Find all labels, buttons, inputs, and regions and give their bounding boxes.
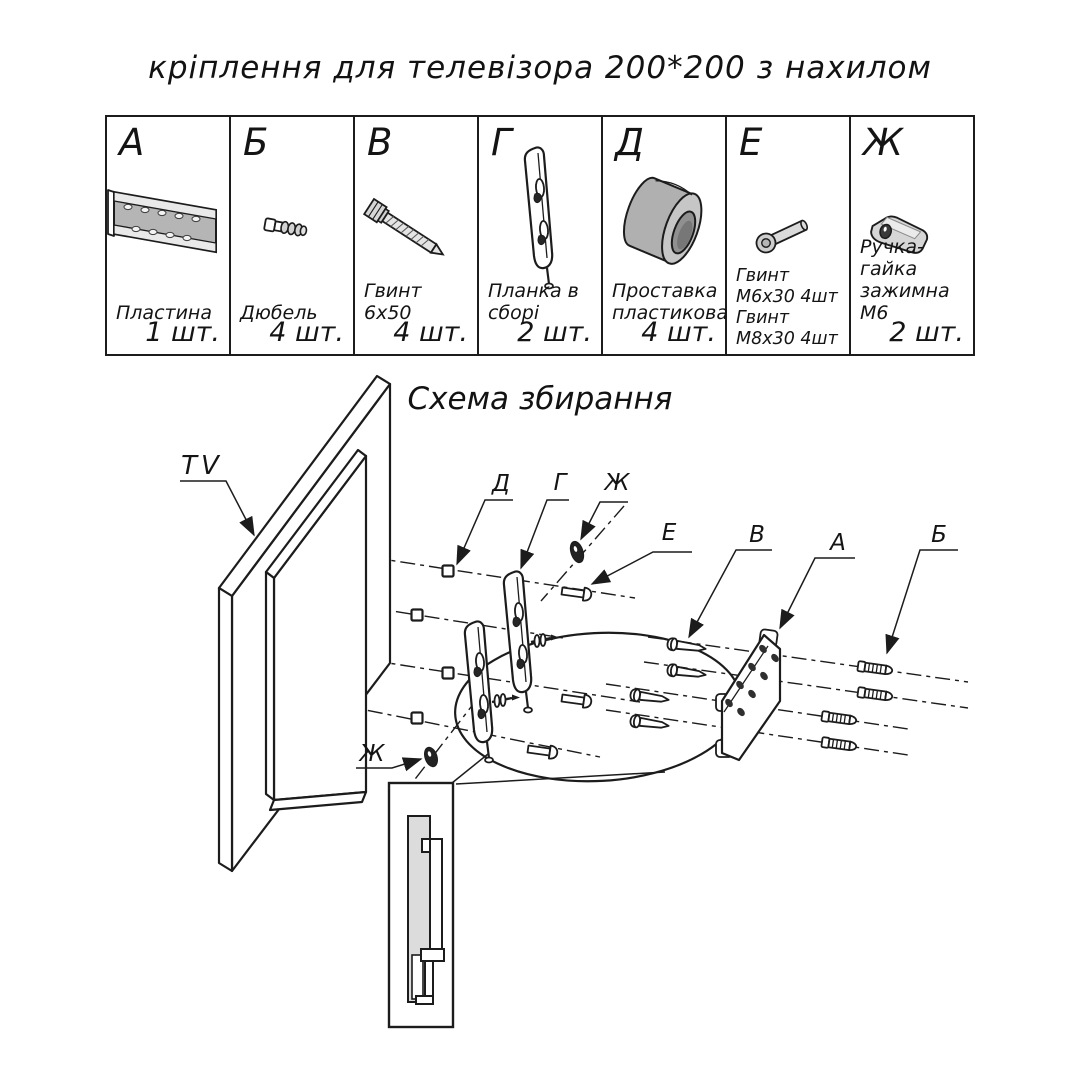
- hex-bolt-icon: [362, 197, 445, 256]
- label-bracket: Г: [554, 470, 569, 496]
- part-letter: Г: [491, 121, 512, 164]
- label-tv-screw: Е: [662, 520, 677, 546]
- part-name: Гвинт М6х30 4шт: [736, 266, 838, 307]
- label-spacer: Д: [491, 471, 510, 497]
- plate-icon: [107, 189, 217, 254]
- wall-dowels: [820, 660, 894, 753]
- detail-inset: [387, 781, 455, 1029]
- part-qty: 4 шт.: [393, 317, 468, 348]
- part-name: Ручка-гайка: [860, 236, 924, 280]
- tilt-brackets: [463, 570, 559, 764]
- part-letter: А: [119, 121, 145, 164]
- part-letter: Б: [243, 121, 269, 164]
- label-handle-nut-bottom: Ж: [358, 741, 386, 767]
- tv-screws: [526, 583, 594, 761]
- label-dowel: Б: [931, 522, 947, 548]
- spacer-icon: [622, 176, 703, 265]
- label-handle-nut-top: Ж: [603, 470, 631, 496]
- part-qty: 1 шт.: [145, 317, 220, 348]
- part-letter: В: [367, 121, 393, 164]
- part-qty: 4 шт.: [269, 317, 344, 348]
- parts-table: А Пластина 1 шт. Б Дюбель 4 шт. В Гвинт …: [105, 115, 975, 356]
- part-name: Проставка: [612, 280, 718, 302]
- wall-screws: [628, 636, 708, 733]
- part-qty: 4 шт.: [641, 317, 716, 348]
- diagram-labels: TV Д Г Ж Е В А Б Ж: [181, 451, 947, 767]
- label-wall-plate: А: [828, 530, 846, 556]
- part-letter: Ж: [863, 121, 903, 164]
- part-letter: Д: [615, 121, 644, 164]
- handle-nuts: [424, 540, 585, 768]
- label-tv: TV: [181, 451, 223, 481]
- button-screw-icon: [755, 219, 809, 254]
- spacers: [410, 564, 455, 725]
- assembly-heading: Схема збирання: [407, 381, 673, 417]
- part-name: Гвинт 6х50: [364, 280, 422, 324]
- part-qty: 2 шт.: [517, 317, 592, 348]
- tv-rail-bar: [264, 448, 368, 812]
- part-name: Дюбель: [240, 302, 318, 324]
- part-name: Пластина: [116, 302, 213, 324]
- mounting-axes: [309, 505, 969, 797]
- part-cell-plate: А Пластина 1 шт.: [107, 117, 231, 354]
- part-cell-bolt: В Гвинт 6х50 4 шт.: [355, 117, 479, 354]
- label-wall-screw: В: [749, 522, 765, 548]
- part-name: Планка в сборі: [488, 280, 579, 324]
- part-qty: 2 шт.: [889, 317, 964, 348]
- part-cell-dowel: Б Дюбель 4 шт.: [231, 117, 355, 354]
- dowel-icon: [263, 217, 308, 237]
- handle-nut-icon: [870, 215, 929, 254]
- part-letter: Е: [739, 121, 763, 164]
- part-cell-bracket: Г Планка в сборі 2 шт.: [479, 117, 603, 354]
- leader-lines: [180, 480, 958, 772]
- wall-plate: [715, 628, 782, 762]
- page-title: кріплення для телевізора 200*200 з нахил…: [148, 50, 932, 86]
